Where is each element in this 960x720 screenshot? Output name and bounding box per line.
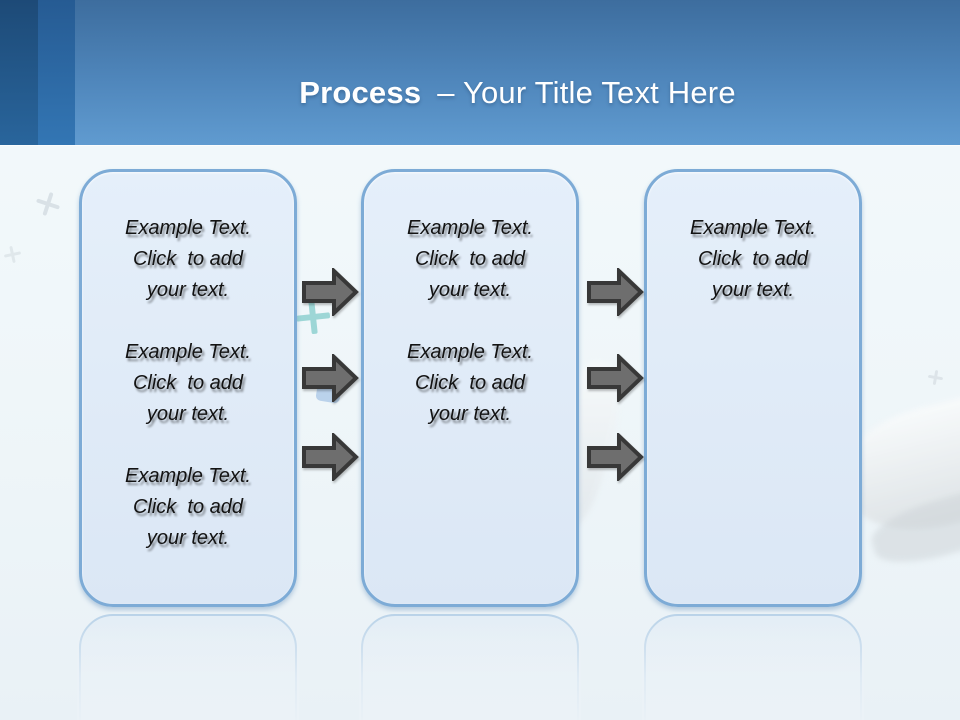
- process-box-1[interactable]: Example Text. Click to add your text. Ex…: [79, 169, 297, 607]
- text-placeholder[interactable]: Example Text. Click to add your text.: [407, 217, 533, 301]
- header-stripe-mid: [38, 0, 75, 145]
- box-reflection: [642, 612, 864, 720]
- watermark-cross-icon: [927, 369, 944, 386]
- box-reflection: [359, 612, 581, 720]
- text-placeholder[interactable]: Example Text. Click to add your text.: [125, 341, 251, 425]
- title-keyword: Process: [299, 75, 422, 111]
- block-arrow-right-icon: [586, 268, 644, 316]
- text-placeholder[interactable]: Example Text. Click to add your text.: [690, 217, 816, 301]
- block-arrow-right-icon: [301, 268, 359, 316]
- title-subtitle: – Your Title Text Here: [437, 75, 736, 111]
- header-stripe-dark: [0, 0, 38, 145]
- process-box-2[interactable]: Example Text. Click to add your text. Ex…: [361, 169, 579, 607]
- text-placeholder[interactable]: Example Text. Click to add your text.: [407, 341, 533, 425]
- watermark-cross-icon: [33, 189, 63, 219]
- block-arrow-right-icon: [301, 354, 359, 402]
- slide-title: Process – Your Title Text Here: [75, 21, 960, 166]
- block-arrow-right-icon: [586, 433, 644, 481]
- process-box-3[interactable]: Example Text. Click to add your text.: [644, 169, 862, 607]
- text-placeholder[interactable]: Example Text. Click to add your text.: [125, 465, 251, 549]
- box-reflection: [77, 612, 299, 720]
- text-placeholder[interactable]: Example Text. Click to add your text.: [125, 217, 251, 301]
- watermark-cross-icon: [2, 244, 22, 264]
- watermark-arm-shadow-shape: [865, 471, 960, 574]
- block-arrow-right-icon: [301, 433, 359, 481]
- slide-header: Process – Your Title Text Here: [0, 0, 960, 145]
- block-arrow-right-icon: [586, 354, 644, 402]
